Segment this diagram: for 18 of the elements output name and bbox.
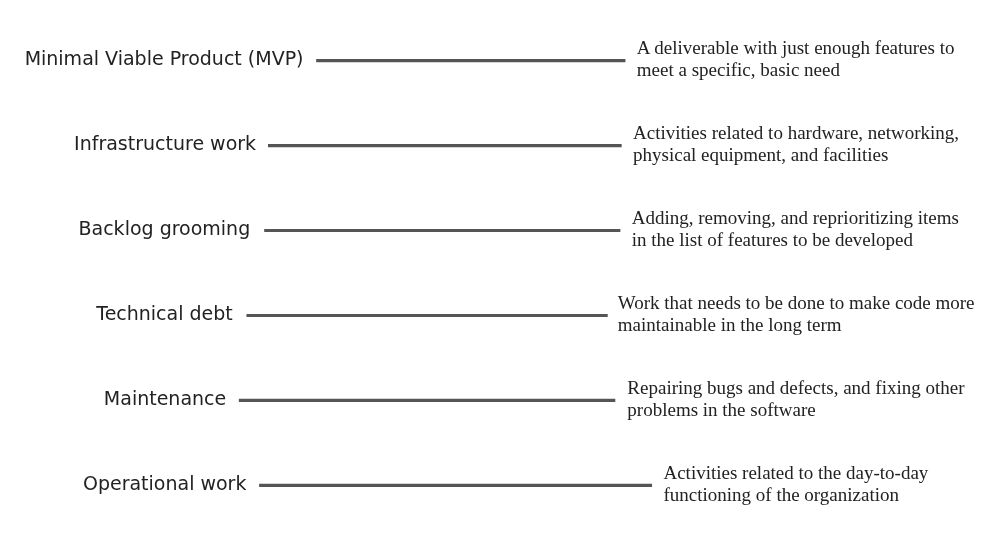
connector <box>263 228 620 232</box>
connector <box>315 58 625 62</box>
connector <box>245 313 608 317</box>
node-text: Work that needs to be done to make code more maintainable in the long term <box>617 291 975 335</box>
connector <box>258 483 652 487</box>
node-text: Maintenance <box>103 386 226 409</box>
node-text: Adding, removing, and reprioritizing items in the list of features to be developed <box>631 206 959 250</box>
node-text: Infrastructure work <box>73 131 256 154</box>
node-text: Activities related to the day-to-day functioning of the organization <box>662 461 928 505</box>
node-text: Technical debt <box>95 301 233 324</box>
node-text: Minimal Viable Product (MVP) <box>24 46 304 69</box>
node-text: Operational work <box>82 471 246 494</box>
node-text: Backlog grooming <box>78 216 250 239</box>
connector <box>267 143 622 147</box>
node-text: Repairing bugs and defects, and fixing other problems in the software <box>626 376 965 420</box>
connector <box>238 398 615 402</box>
node-text: A deliverable with just enough features to meet a specific, basic need <box>636 36 954 80</box>
node-text: Activities related to hardware, networking, physical equipment, and facilities <box>632 121 959 165</box>
